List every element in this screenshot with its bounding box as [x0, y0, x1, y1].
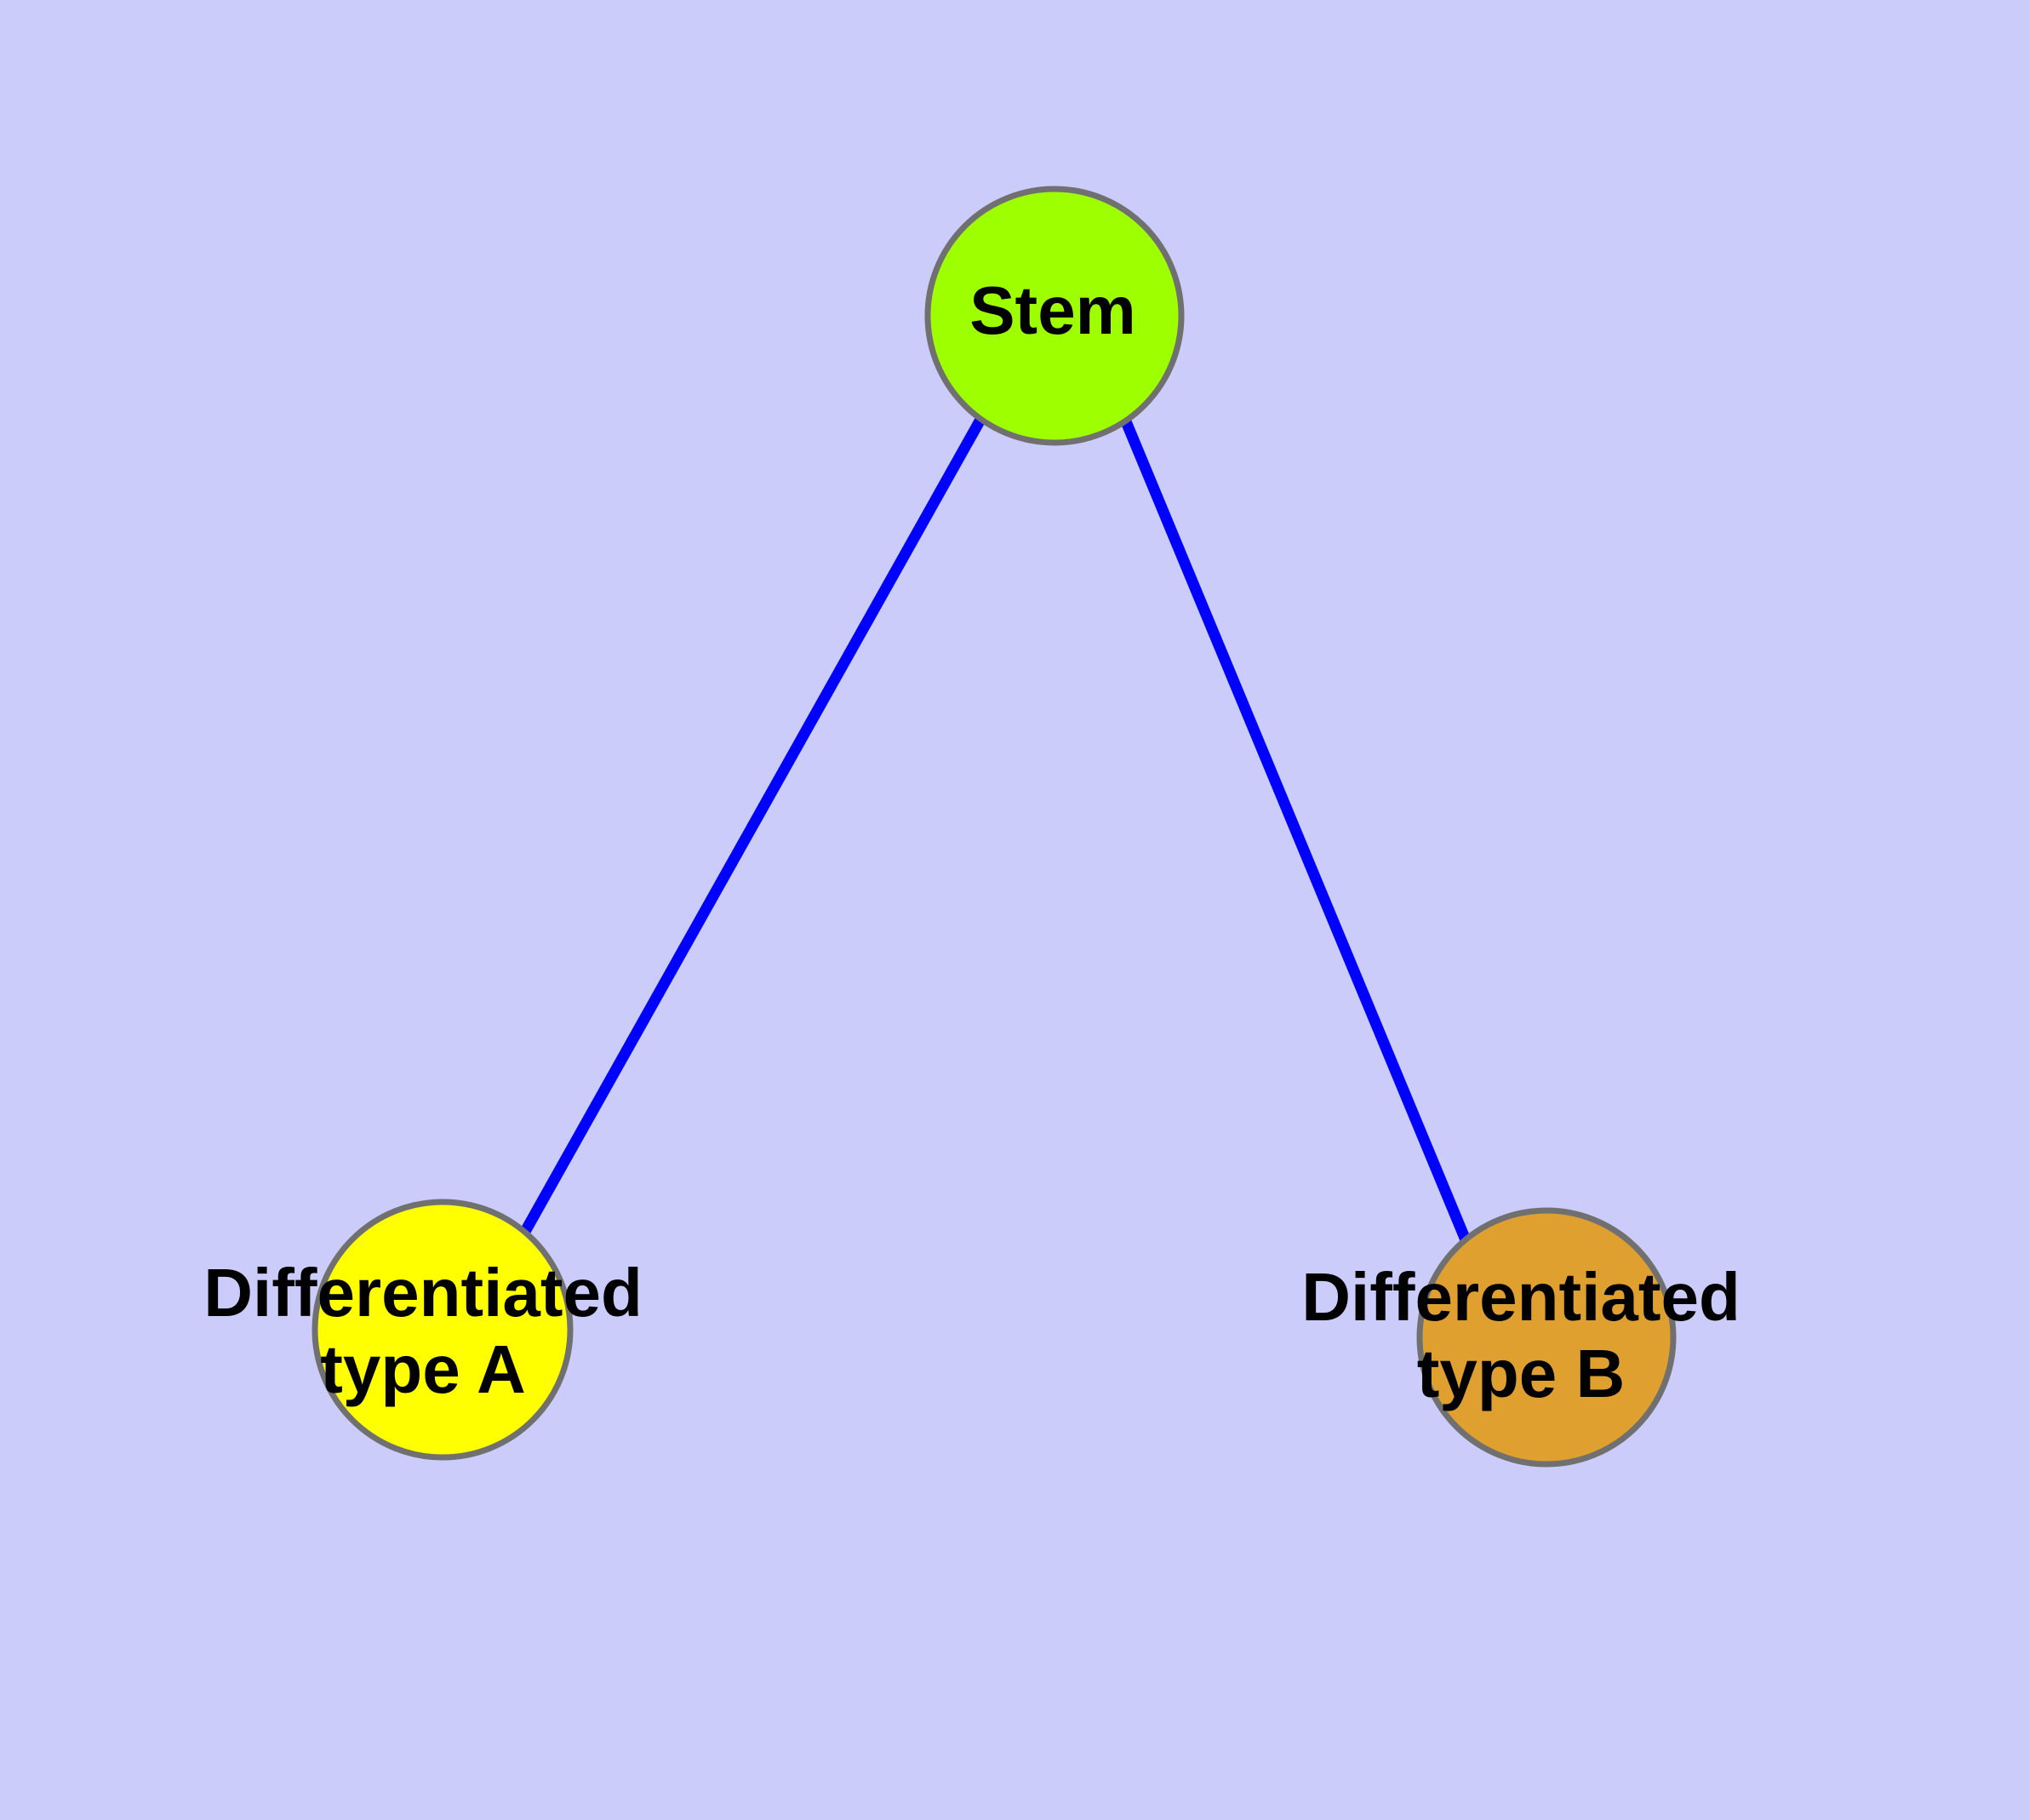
node-label-line: type A — [320, 1331, 526, 1407]
graph-node-diff_b[interactable] — [1416, 1207, 1677, 1468]
node-label-line: Differentiated — [203, 1255, 643, 1331]
graph-edge-stem-diff_a[interactable] — [517, 416, 986, 1239]
node-label-stem: Stem — [969, 272, 1136, 348]
graph-edge-stem-diff_b[interactable] — [1117, 413, 1472, 1245]
node-label-line: Differentiated — [1301, 1259, 1740, 1335]
nodes-layer — [311, 186, 1677, 1468]
edges-layer — [517, 413, 1472, 1245]
node-label-line: Stem — [969, 272, 1136, 348]
graph-node-stem[interactable] — [924, 186, 1185, 446]
graph-node-diff_a[interactable] — [311, 1199, 574, 1461]
node-label-line: type B — [1417, 1336, 1626, 1411]
